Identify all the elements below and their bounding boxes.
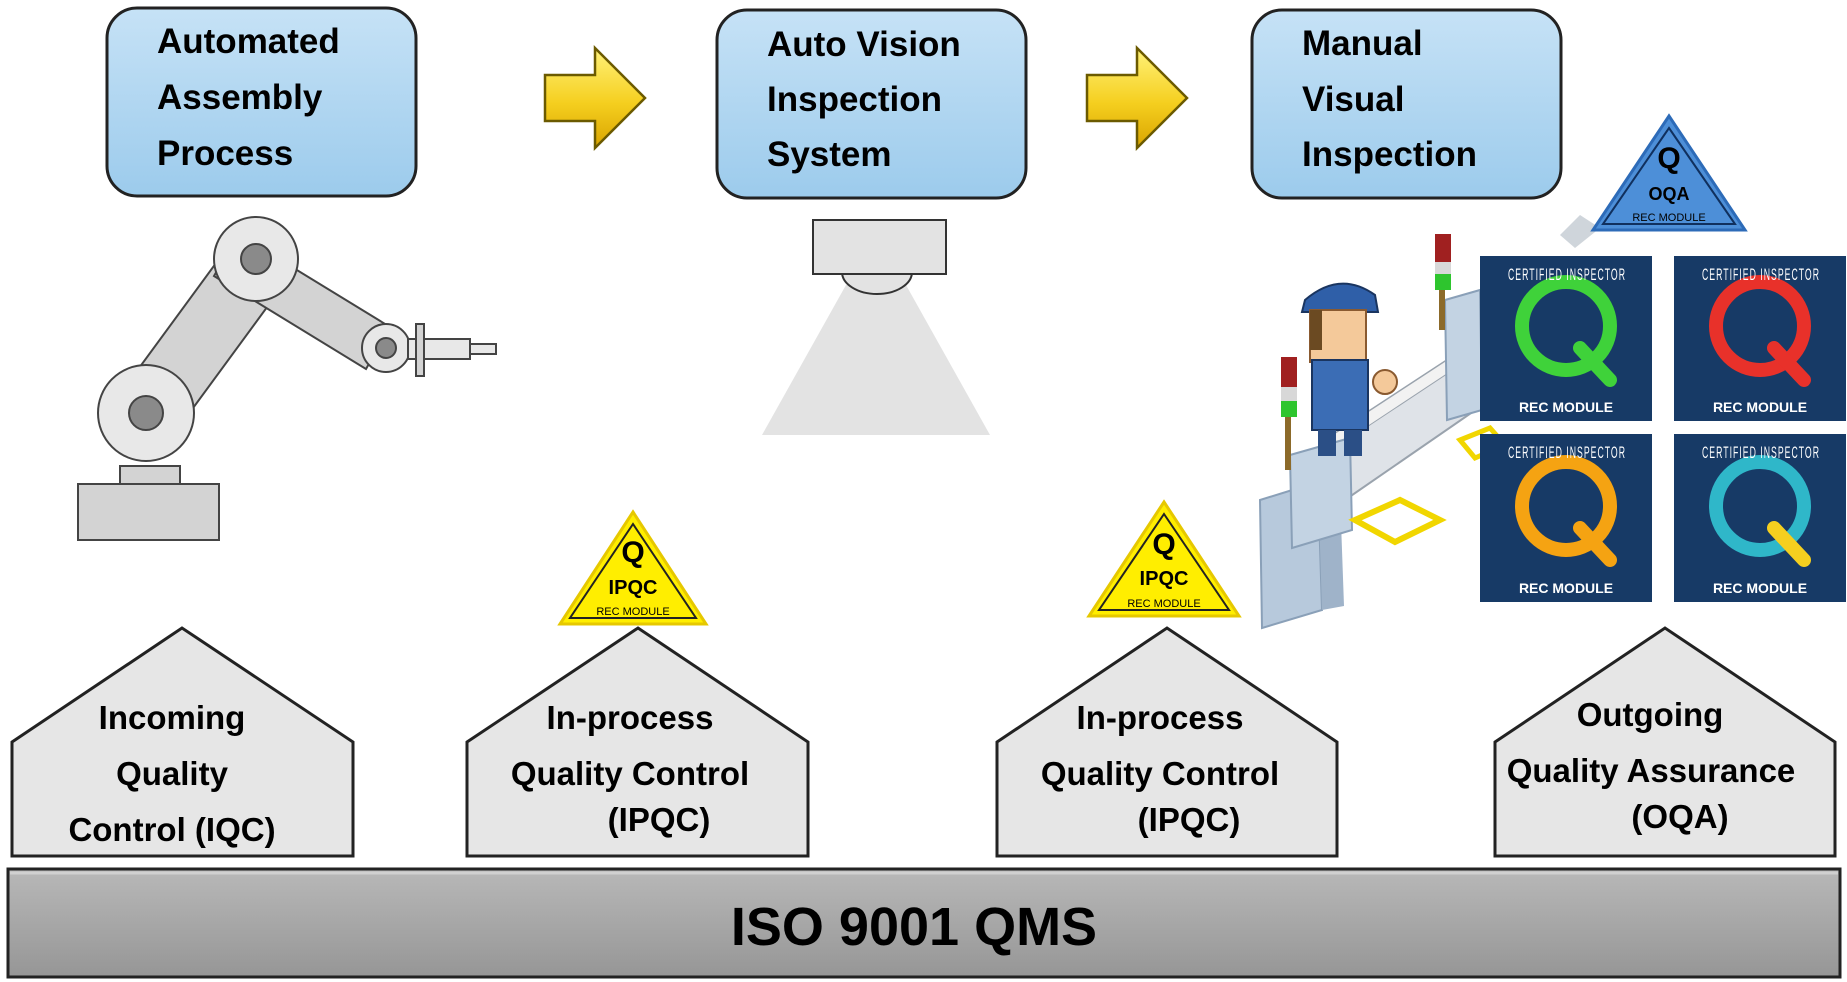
badge-title: OQA	[1648, 184, 1689, 204]
certificate-ring-text: CERTIFIED INSPECTOR	[1702, 443, 1820, 462]
badge-sub: REC MODULE	[1127, 598, 1200, 610]
certificate-tile-red: CERTIFIED INSPECTOR REC MODULE	[1674, 256, 1846, 421]
stage-line: (IPQC)	[1138, 801, 1241, 838]
step-line: Process	[157, 134, 293, 173]
step-line: Assembly	[157, 78, 323, 117]
step-line: Automated	[157, 22, 340, 61]
flow-arrow-icon	[1085, 44, 1189, 152]
stage-line: In-process	[547, 699, 714, 736]
certificate-ring-text: CERTIFIED INSPECTOR	[1702, 265, 1820, 284]
badge-letter: Q	[621, 536, 644, 569]
quality-stage-ipqc-1: In-process Quality Control (IPQC)	[465, 626, 810, 858]
certificate-label: REC MODULE	[1713, 399, 1807, 415]
robot-arm-icon	[77, 216, 497, 541]
stage-line: Quality Control	[511, 755, 749, 792]
certificate-label: REC MODULE	[1519, 580, 1613, 596]
certificate-tile-green: CERTIFIED INSPECTOR REC MODULE	[1480, 256, 1652, 421]
badge-title: IPQC	[1140, 568, 1189, 590]
step-line: Manual	[1302, 24, 1423, 63]
stage-line: (OQA)	[1631, 798, 1728, 835]
ipqc-badge-1: Q IPQC REC MODULE	[557, 509, 709, 626]
stage-line: Quality Assurance	[1507, 752, 1796, 789]
step-line: Inspection	[1302, 135, 1477, 174]
badge-sub: REC MODULE	[1632, 212, 1705, 224]
certificate-ring-text: CERTIFIED INSPECTOR	[1508, 265, 1626, 284]
quality-stage-iqc: Incoming Quality Control (IQC)	[10, 626, 355, 858]
inspection-station-icon	[1258, 215, 1600, 630]
process-step-automated-assembly: Automated Assembly Process	[105, 6, 418, 198]
stage-line: Incoming	[99, 699, 246, 736]
ipqc-badge-2: Q IPQC REC MODULE	[1086, 499, 1242, 618]
quality-stage-oqa: Outgoing Quality Assurance (OQA)	[1493, 626, 1837, 858]
stage-line: (IPQC)	[608, 801, 711, 838]
certificate-label: REC MODULE	[1519, 399, 1613, 415]
certificate-tile-teal: CERTIFIED INSPECTOR REC MODULE	[1674, 434, 1846, 602]
badge-letter: Q	[1657, 142, 1680, 175]
certificate-tile-orange: CERTIFIED INSPECTOR REC MODULE	[1480, 434, 1652, 602]
flow-arrow-icon	[543, 44, 647, 152]
stage-line: Control (IQC)	[68, 811, 275, 848]
quality-stage-ipqc-2: In-process Quality Control (IPQC)	[995, 626, 1339, 858]
stage-line: In-process	[1077, 699, 1244, 736]
stage-line: Quality Control	[1041, 755, 1279, 792]
certificate-label: REC MODULE	[1713, 580, 1807, 596]
step-line: Inspection	[767, 80, 942, 119]
oqa-badge: Q OQA REC MODULE	[1590, 113, 1748, 232]
step-line: System	[767, 135, 892, 174]
stage-line: Outgoing	[1577, 696, 1724, 733]
process-step-manual-visual: Manual Visual Inspection	[1250, 8, 1563, 200]
process-step-auto-vision: Auto Vision Inspection System	[715, 8, 1028, 200]
badge-title: IPQC	[609, 577, 658, 599]
iso-9001-foundation: ISO 9001 QMS	[6, 867, 1842, 979]
badge-sub: REC MODULE	[596, 606, 669, 618]
stage-line: Quality	[116, 755, 229, 792]
step-line: Visual	[1302, 80, 1404, 119]
vision-camera-icon	[762, 219, 990, 435]
foundation-label: ISO 9001 QMS	[731, 897, 1097, 957]
badge-letter: Q	[1152, 528, 1175, 561]
step-line: Auto Vision	[767, 25, 961, 64]
certificate-ring-text: CERTIFIED INSPECTOR	[1508, 443, 1626, 462]
